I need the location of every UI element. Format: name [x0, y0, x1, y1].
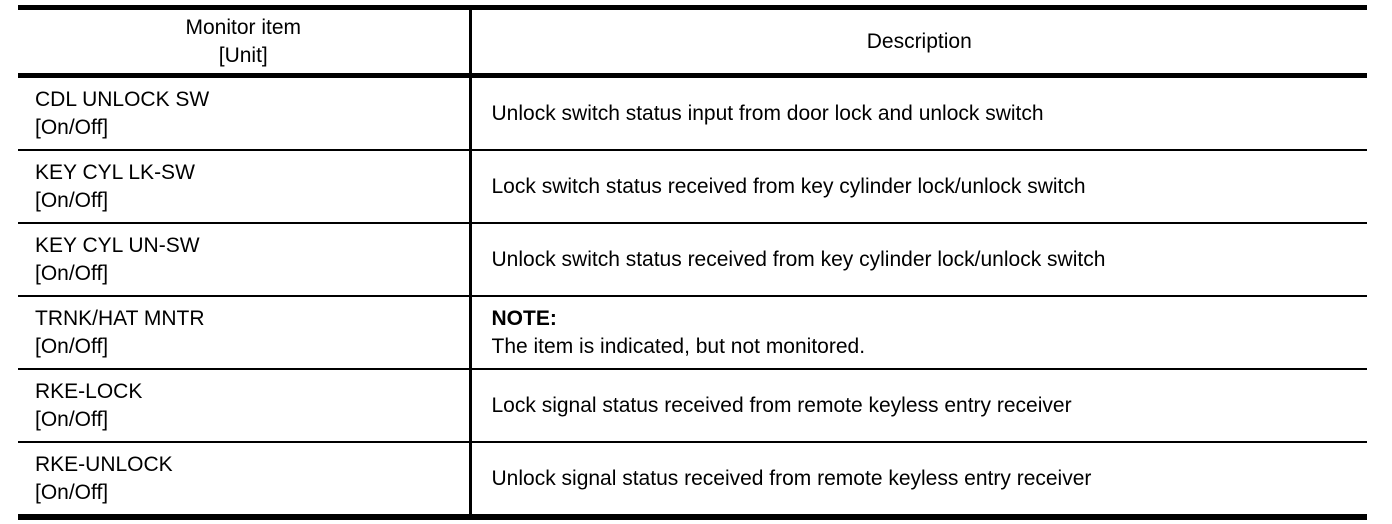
column-header-monitor-item-line2: [Unit]	[218, 43, 268, 67]
column-header-monitor-item-line1: Monitor item	[185, 15, 302, 39]
description-cell: Lock signal status received from remote …	[470, 369, 1367, 443]
monitor-item-cell: RKE-LOCK [On/Off]	[18, 369, 472, 443]
description-text: Lock signal status received from remote …	[491, 393, 1072, 417]
monitor-item-unit: [On/Off]	[35, 261, 109, 285]
table-body: CDL UNLOCK SW [On/Off] Unlock switch sta…	[18, 75, 1367, 517]
column-header-description: Description	[470, 7, 1367, 78]
monitor-item-name: TRNK/HAT MNTR	[35, 307, 205, 331]
description-cell: NOTE: The item is indicated, but not mon…	[470, 296, 1367, 370]
table-row: TRNK/HAT MNTR [On/Off] NOTE: The item is…	[18, 296, 1367, 370]
monitor-item-table: Monitor item [Unit] Description CDL UNLO…	[18, 5, 1367, 520]
monitor-item-cell: KEY CYL UN-SW [On/Off]	[18, 223, 472, 297]
description-text: Unlock switch status received from key c…	[491, 247, 1106, 271]
description-text: Unlock switch status input from door loc…	[491, 101, 1044, 125]
column-header-monitor-item: Monitor item [Unit]	[18, 7, 472, 78]
note-label: NOTE:	[491, 307, 557, 331]
header-row: Monitor item [Unit] Description	[18, 7, 1367, 78]
monitor-item-cell: CDL UNLOCK SW [On/Off]	[18, 75, 472, 151]
monitor-item-unit: [On/Off]	[35, 407, 109, 431]
table-row: KEY CYL UN-SW [On/Off] Unlock switch sta…	[18, 223, 1367, 297]
monitor-item-name: CDL UNLOCK SW	[35, 88, 210, 112]
table-row: RKE-LOCK [On/Off] Lock signal status rec…	[18, 369, 1367, 443]
monitor-item-cell: RKE-UNLOCK [On/Off]	[18, 442, 472, 517]
monitor-item-name: KEY CYL LK-SW	[35, 161, 195, 185]
monitor-item-cell: TRNK/HAT MNTR [On/Off]	[18, 296, 472, 370]
description-cell: Unlock signal status received from remot…	[470, 442, 1367, 517]
table-row: CDL UNLOCK SW [On/Off] Unlock switch sta…	[18, 75, 1367, 151]
monitor-item-name: RKE-UNLOCK	[35, 453, 173, 477]
monitor-item-unit: [On/Off]	[35, 188, 109, 212]
monitor-item-unit: [On/Off]	[35, 334, 109, 358]
table-row: KEY CYL LK-SW [On/Off] Lock switch statu…	[18, 150, 1367, 224]
description-text: Lock switch status received from key cyl…	[491, 174, 1086, 198]
monitor-item-name: RKE-LOCK	[35, 380, 143, 404]
monitor-item-cell: KEY CYL LK-SW [On/Off]	[18, 150, 472, 224]
monitor-item-name: KEY CYL UN-SW	[35, 234, 200, 258]
table-header: Monitor item [Unit] Description	[18, 7, 1367, 78]
description-cell: Unlock switch status input from door loc…	[470, 75, 1367, 151]
table-row: RKE-UNLOCK [On/Off] Unlock signal status…	[18, 442, 1367, 517]
monitor-item-unit: [On/Off]	[35, 480, 109, 504]
description-cell: Unlock switch status received from key c…	[470, 223, 1367, 297]
description-text: Unlock signal status received from remot…	[491, 466, 1092, 490]
note-body: The item is indicated, but not monitored…	[491, 334, 866, 358]
column-header-description-label: Description	[866, 29, 972, 53]
monitor-item-unit: [On/Off]	[35, 115, 109, 139]
description-cell: Lock switch status received from key cyl…	[470, 150, 1367, 224]
